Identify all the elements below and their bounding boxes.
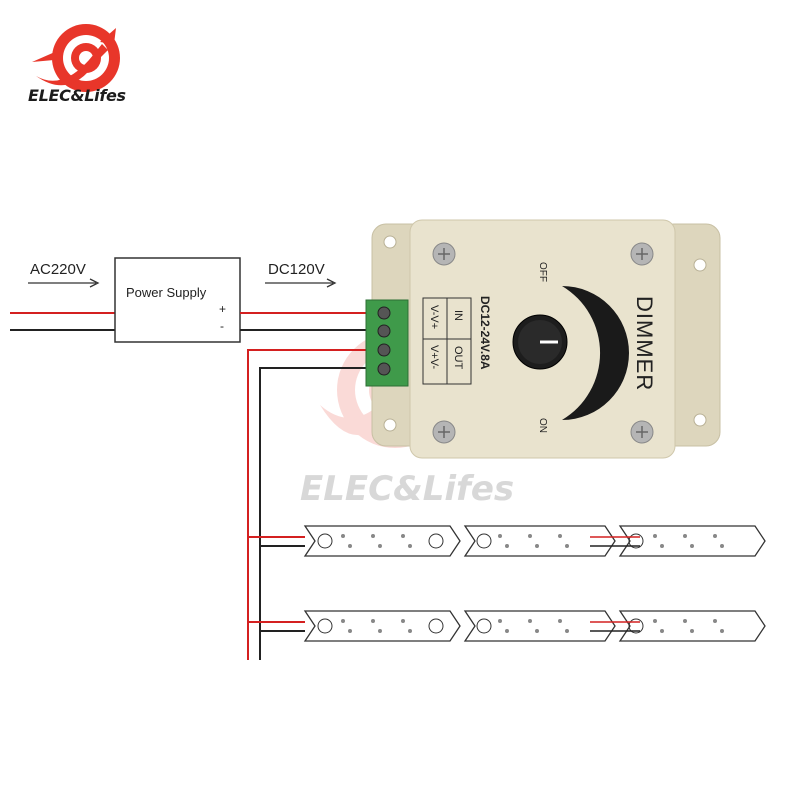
led-strip-segment [618, 525, 766, 557]
screw-icon [630, 242, 654, 266]
screw-icon [630, 420, 654, 444]
led-strip-segment [463, 525, 616, 557]
screw-icon [432, 420, 456, 444]
led-strip-row-2 [303, 610, 766, 642]
out-label: OUT [452, 346, 464, 370]
power-supply-label: Power Supply [126, 285, 207, 300]
brand-name: ELEC&Lifes [28, 86, 126, 105]
in-label: IN [452, 310, 464, 321]
dimmer-knob[interactable] [512, 314, 568, 370]
mount-hole-icon [383, 418, 397, 432]
terminal-screw-icon [377, 343, 391, 357]
led-strip-segment [303, 525, 461, 557]
mount-hole-icon [693, 413, 707, 427]
power-supply-plus: + [219, 302, 226, 316]
led-strip-row-1 [303, 525, 766, 557]
terminal-screw-icon [377, 362, 391, 376]
watermark-text: ELEC&Lifes [300, 469, 514, 509]
terminal-screw-icon [377, 324, 391, 338]
power-supply-minus: - [220, 319, 224, 333]
in-pins-label: V-V+ [428, 305, 440, 329]
off-label: OFF [537, 262, 548, 282]
power-supply-box [114, 257, 241, 343]
dimmer-title: DIMMER [632, 296, 657, 391]
screw-icon [432, 242, 456, 266]
on-label: ON [537, 418, 548, 433]
brightness-crescent-icon [562, 286, 629, 420]
rating-label: DC12-24V.8A [478, 296, 492, 370]
out-pins-label: V+V- [428, 345, 440, 369]
mount-hole-icon [383, 235, 397, 249]
dimmer-unit: IN OUT V-V+ V+V- DC12-24V.8A OFF ON DIMM… [365, 219, 721, 459]
terminal-screw-icon [377, 306, 391, 320]
mount-hole-icon [693, 258, 707, 272]
led-strip-segment [618, 610, 766, 642]
led-strip-segment [303, 610, 461, 642]
brand-logo-icon [32, 24, 120, 92]
input-voltage-label: AC220V [30, 261, 86, 278]
output-voltage-label: DC120V [268, 261, 325, 278]
led-strip-segment [463, 610, 616, 642]
